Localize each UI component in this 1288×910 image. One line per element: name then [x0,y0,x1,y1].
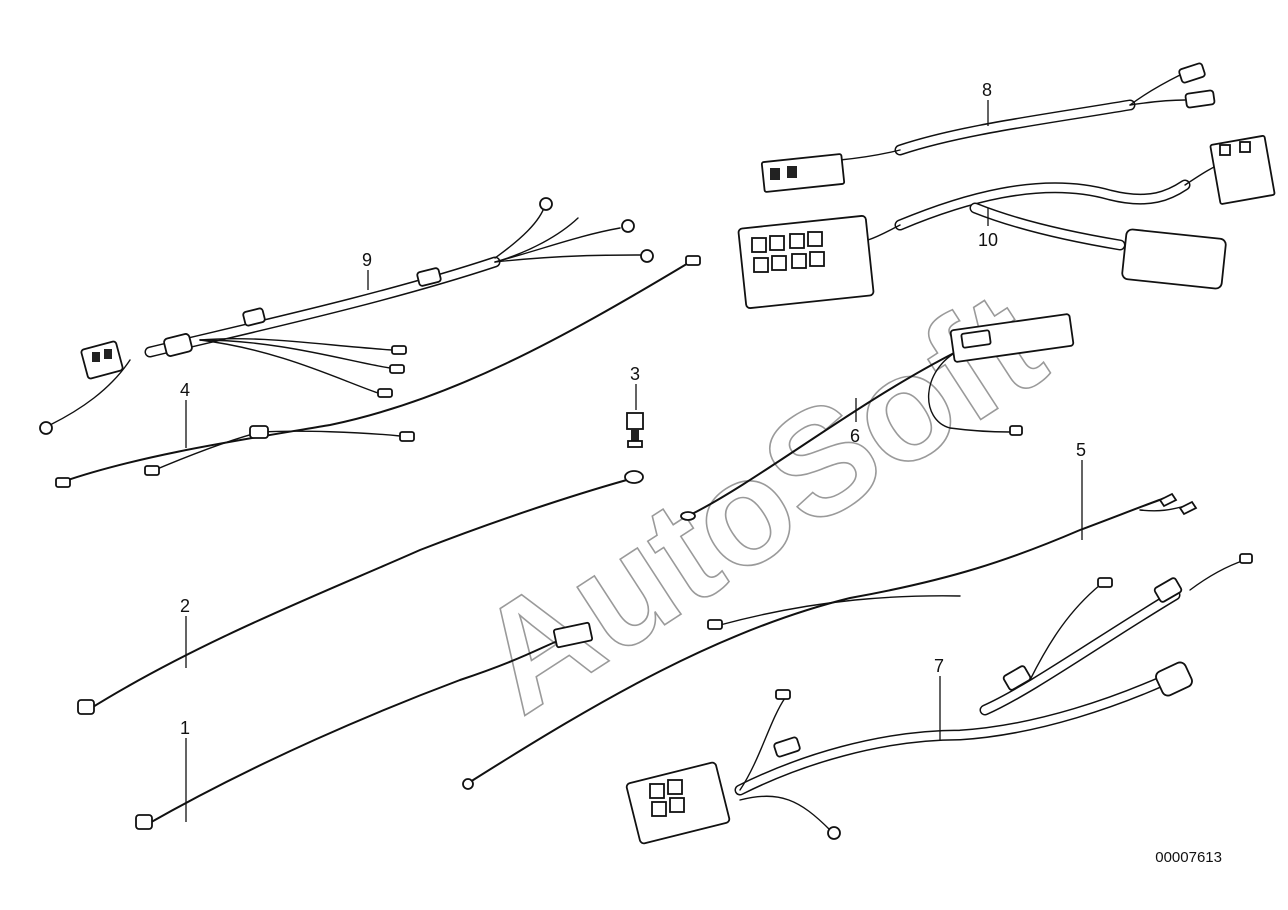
callout-1: 1 [180,718,190,738]
callout-7: 7 [934,656,944,676]
part-5-harness [462,492,1198,790]
callout-4: 4 [180,380,190,400]
part-8-harness [760,62,1216,193]
part-6-harness [680,313,1075,521]
part-3-switch [626,412,644,448]
part-1-wire [135,621,594,830]
callout-9: 9 [362,250,372,270]
part-4-harness [55,255,701,488]
part-9-harness [39,197,654,435]
callout-6: 6 [850,426,860,446]
part-7-harness [625,553,1253,845]
part-10-harness [737,135,1276,309]
callout-3: 3 [630,364,640,384]
callout-5: 5 [1076,440,1086,460]
callout-8: 8 [982,80,992,100]
callout-10: 10 [978,230,998,250]
document-number: 00007613 [1155,849,1222,866]
callout-2: 2 [180,596,190,616]
